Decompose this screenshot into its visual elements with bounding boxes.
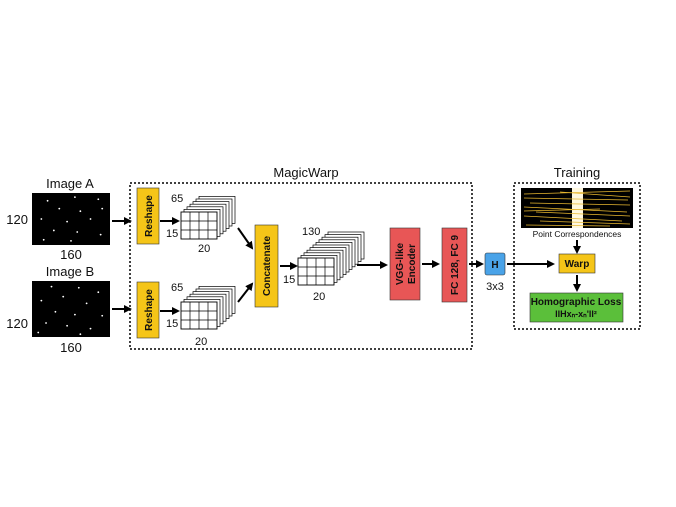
correspondence-highlight (572, 188, 583, 228)
keypoint-dot (101, 314, 104, 317)
reshape-a-box (136, 187, 160, 245)
keypoint-dot (46, 199, 49, 202)
image-a-height-label: 120 (6, 212, 28, 227)
keypoint-dot (77, 286, 80, 289)
keypoint-dot (40, 218, 43, 220)
tensor-c-depth-label: 130 (302, 226, 320, 238)
encoder-label-line1: VGG-like (395, 242, 406, 285)
keypoint-dot (62, 295, 65, 298)
keypoint-dot (66, 324, 68, 327)
keypoint-dot (70, 239, 72, 242)
keypoint-dot (85, 302, 88, 305)
keypoint-dot (89, 327, 92, 330)
arrow-tensor-a-concat (237, 227, 254, 250)
tensor-a-width-label: 20 (198, 243, 210, 255)
keypoint-dot (97, 291, 100, 294)
image-b-keypoints (37, 285, 104, 336)
arrow-tensor-b-concat (237, 282, 254, 303)
reshape-b-label: Reshape (144, 289, 155, 331)
keypoint-dot (99, 233, 102, 236)
homography-label: H (491, 260, 498, 271)
warp-box (558, 253, 596, 274)
tensor-a-depth-label: 65 (171, 193, 183, 205)
tensor-b-width-label: 20 (195, 336, 207, 348)
tensor-c-height-label: 15 (283, 274, 295, 286)
correspondence-lines (523, 190, 631, 227)
image-a-width-label: 160 (60, 247, 82, 262)
encoder-box (389, 227, 421, 301)
tensor-c-width-label: 20 (313, 291, 325, 303)
homography-size-label: 3x3 (486, 281, 504, 293)
keypoint-dot (45, 322, 47, 324)
correspondence-line (523, 197, 629, 201)
magicwarp-frame (129, 182, 473, 350)
keypoint-dot (40, 299, 43, 302)
image-b-height-label: 120 (6, 316, 28, 331)
tensor-b-height-label: 15 (166, 318, 178, 330)
correspondence-line (529, 202, 631, 206)
image-b (32, 281, 110, 337)
concatenate-box (254, 224, 279, 308)
image-a-keypoints (40, 196, 104, 242)
homography-box (484, 252, 506, 276)
fc-label: FC 128, FC 9 (450, 235, 461, 295)
loss-label-line2: llHxₙ-xₙ'll² (555, 309, 597, 319)
tensor-c-stack (297, 231, 365, 286)
keypoint-dot (79, 333, 82, 336)
correspondence-line (523, 190, 631, 195)
keypoint-dot (76, 231, 79, 233)
keypoint-dot (58, 207, 61, 210)
keypoint-dot (42, 238, 45, 241)
image-a (32, 193, 110, 245)
magicwarp-title: MagicWarp (273, 165, 338, 180)
image-a-title: Image A (46, 176, 94, 191)
keypoint-dot (37, 331, 40, 334)
image-b-width-label: 160 (60, 340, 82, 355)
loss-box (529, 292, 624, 323)
keypoint-dot (52, 229, 55, 232)
training-title: Training (554, 165, 600, 180)
warp-label: Warp (565, 259, 590, 270)
tensor-b-depth-label: 65 (171, 282, 183, 294)
tensor-b-stack (180, 286, 236, 330)
keypoint-dot (74, 313, 76, 316)
correspondences-label: Point Correspondences (533, 229, 622, 239)
keypoint-dot (66, 220, 68, 223)
encoder-label-line2: Encoder (407, 244, 418, 284)
correspondence-line (559, 191, 631, 198)
keypoint-dot (101, 207, 104, 210)
fc-box (441, 227, 468, 303)
correspondence-line (525, 224, 611, 227)
image-b-title: Image B (46, 264, 94, 279)
correspondence-line (523, 208, 601, 212)
keypoint-dot (54, 310, 57, 313)
keypoint-dot (74, 196, 76, 199)
keypoint-dot (89, 218, 92, 220)
correspondence-line (535, 211, 631, 217)
concatenate-label: Concatenate (262, 236, 273, 296)
correspondence-line (523, 215, 623, 222)
tensor-a-height-label: 15 (166, 228, 178, 240)
keypoint-dot (97, 198, 100, 201)
correspondence-line (539, 220, 631, 225)
reshape-b-box (136, 281, 160, 339)
tensor-a-stack (180, 196, 236, 240)
loss-label-line1: Homographic Loss (531, 297, 622, 308)
reshape-a-label: Reshape (144, 195, 155, 237)
keypoint-dot (50, 285, 53, 288)
keypoint-dot (79, 210, 82, 213)
